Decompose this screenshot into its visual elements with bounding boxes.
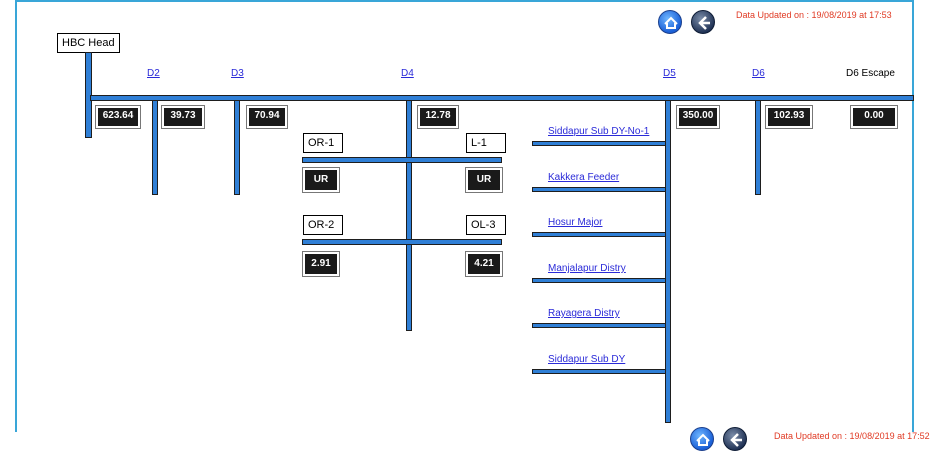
d5-branch-link[interactable]: Rayagera Distry <box>548 308 620 319</box>
home-icon[interactable] <box>690 427 714 451</box>
d6-value: 102.93 <box>765 105 813 129</box>
main-canal <box>90 95 914 101</box>
home-icon[interactable] <box>658 10 682 34</box>
d5-branch-canal <box>532 278 666 283</box>
d5-link[interactable]: D5 <box>663 68 676 79</box>
d5-branch-link[interactable]: Kakkera Feeder <box>548 172 620 183</box>
d5-branch-canal <box>532 369 666 374</box>
l1-value: UR <box>465 167 503 193</box>
d5-branch-canal <box>532 323 666 328</box>
d5-branch-link[interactable]: Hosur Major <box>548 217 603 228</box>
d2-canal <box>152 100 158 195</box>
d4-value: 12.78 <box>417 105 459 129</box>
d6-link[interactable]: D6 <box>752 68 765 79</box>
hbc-head-label: HBC Head <box>57 33 120 53</box>
d3-canal <box>234 100 240 195</box>
or1-label: OR-1 <box>303 133 343 153</box>
head-value: 623.64 <box>95 105 141 129</box>
d5-branch-canal <box>532 232 666 237</box>
d3-value: 70.94 <box>246 105 288 129</box>
or2-value: 2.91 <box>302 251 340 277</box>
l1-label: L-1 <box>466 133 506 153</box>
d4-lower-branch <box>302 239 502 245</box>
d4-link[interactable]: D4 <box>401 68 414 79</box>
d5-branch-canal <box>532 141 666 146</box>
d3-link[interactable]: D3 <box>231 68 244 79</box>
d5-canal <box>665 100 671 423</box>
d5-branch-link[interactable]: Siddapur Sub DY <box>548 354 626 365</box>
d6-escape-value: 0.00 <box>850 105 898 129</box>
d4-canal <box>406 100 412 331</box>
d2-value: 39.73 <box>161 105 205 129</box>
d5-value: 350.00 <box>676 105 720 129</box>
d6-canal <box>755 100 761 195</box>
d5-branch-link[interactable]: Manjalapur Distry <box>548 263 626 274</box>
diagram-frame <box>15 0 914 432</box>
d6-escape-label: D6 Escape <box>846 68 895 79</box>
d5-branch-link[interactable]: Siddapur Sub DY-No-1 <box>548 126 650 137</box>
d2-link[interactable]: D2 <box>147 68 160 79</box>
d4-upper-branch <box>302 157 502 163</box>
ol3-label: OL-3 <box>466 215 506 235</box>
or2-label: OR-2 <box>303 215 343 235</box>
back-arrow-icon[interactable] <box>723 427 747 451</box>
back-arrow-icon[interactable] <box>691 10 715 34</box>
data-updated-top: Data Updated on : 19/08/2019 at 17:53 <box>736 10 892 20</box>
data-updated-bottom: Data Updated on : 19/08/2019 at 17:52 <box>774 431 930 441</box>
or1-value: UR <box>302 167 340 193</box>
d5-branch-canal <box>532 187 666 192</box>
ol3-value: 4.21 <box>465 251 503 277</box>
